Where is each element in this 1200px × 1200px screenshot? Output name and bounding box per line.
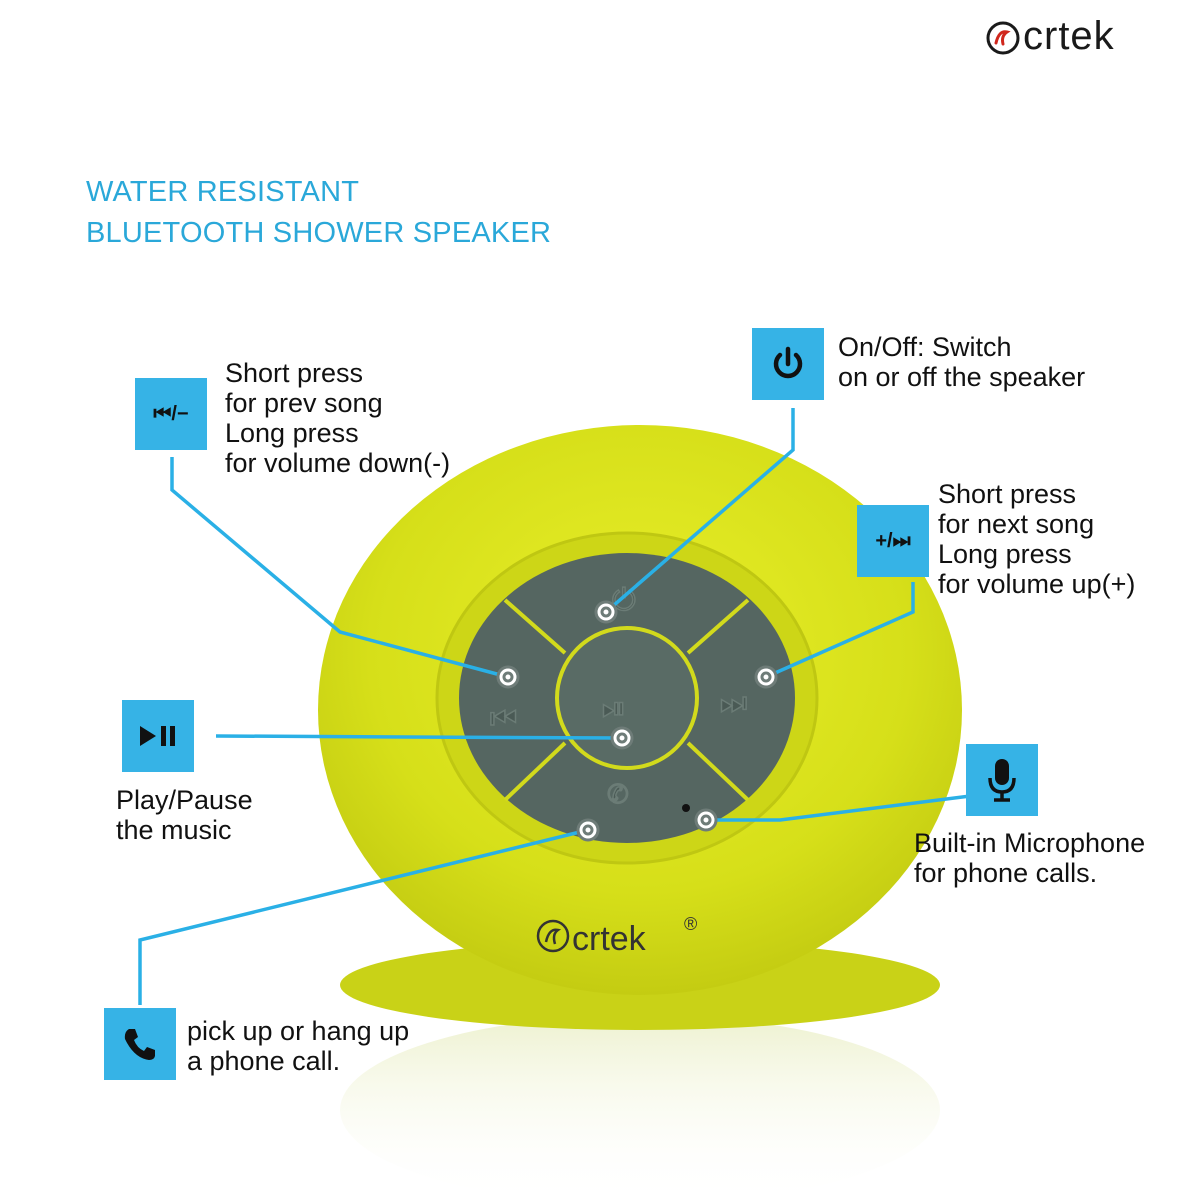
phone-callout-line: pick up or hang up [187, 1016, 410, 1046]
mic-callout-text: Built-in Microphone for phone calls. [914, 828, 1145, 888]
next-callout-line: Short press [938, 479, 1077, 509]
panel-play-icon: ⏯ [602, 691, 626, 726]
marker-prev [496, 665, 520, 689]
next-callout-line: for volume up(+) [938, 569, 1136, 599]
play-pause-box [122, 700, 194, 772]
mic-callout-line: Built-in Microphone [914, 828, 1146, 858]
prev-callout-line: for prev song [225, 388, 383, 418]
headline-line-2: BLUETOOTH SHOWER SPEAKER [86, 217, 552, 249]
prev-callout-line: Long press [225, 418, 359, 448]
brand-name: crtek [1023, 14, 1115, 58]
mic-callout-line: for phone calls. [914, 858, 1098, 888]
phone-box [104, 1008, 176, 1080]
play-callout-line: the music [116, 815, 232, 845]
play-callout-text: Play/Pause the music [116, 785, 253, 845]
next-callout-line: Long press [938, 539, 1072, 569]
phone-icon [124, 1029, 155, 1060]
marker-phone [576, 818, 600, 842]
phone-callout-line: a phone call. [187, 1046, 341, 1076]
marker-power [594, 600, 618, 624]
microphone-box [966, 744, 1038, 816]
speaker-logo-text: crtek [572, 920, 647, 958]
power-icon [773, 346, 803, 379]
leader-line-phone [138, 828, 589, 1005]
page-title: WATER RESISTANT BLUETOOTH SHOWER SPEAKER [86, 172, 551, 254]
leader-line-prev [170, 457, 509, 679]
microphone-icon [988, 759, 1016, 802]
next-callout-text: Short press for next song Long press for… [938, 479, 1135, 599]
prev-callout-line: for volume down(-) [225, 448, 451, 478]
speaker-logo [536, 919, 570, 953]
next-callout-line: for next song [938, 509, 1095, 539]
play-callout-line: Play/Pause [116, 785, 253, 815]
marker-next [754, 665, 778, 689]
play-pause-icon [140, 726, 175, 746]
panel-next-icon: ⏭ [720, 686, 747, 721]
phone-callout-text: pick up or hang up a phone call. [187, 1016, 409, 1076]
prev-volume-down-box: ⏮/− [135, 378, 207, 450]
power-callout-text: On/Off: Switch on or off the speaker [838, 332, 1085, 392]
headline-line-1: WATER RESISTANT [86, 176, 360, 208]
mic-hole [682, 804, 690, 812]
prev-volume-down-icon: ⏮/− [153, 402, 189, 425]
leader-line-next [765, 582, 915, 679]
power-box [752, 328, 824, 400]
panel-prev-icon: ⏮ [490, 701, 517, 736]
prev-callout-line: Short press [225, 358, 364, 388]
brand-logo: crtek [985, 14, 1175, 58]
prev-callout-text: Short press for prev song Long press for… [225, 358, 450, 478]
next-volume-up-box: +/⏭ [857, 505, 929, 577]
brand-mark-icon [986, 21, 1020, 55]
power-callout-line: On/Off: Switch [838, 332, 1012, 362]
power-callout-line: on or off the speaker [838, 362, 1086, 392]
speaker-registered-mark: ® [684, 914, 697, 934]
next-volume-up-icon: +/⏭ [875, 529, 911, 552]
target-markers [496, 600, 778, 842]
panel-phone-icon: ✆ [607, 780, 629, 810]
speaker-reflection [340, 1015, 940, 1200]
marker-play [610, 726, 634, 750]
marker-mic [694, 808, 718, 832]
leader-line-play [215, 734, 623, 740]
leader-line-power [604, 408, 795, 614]
